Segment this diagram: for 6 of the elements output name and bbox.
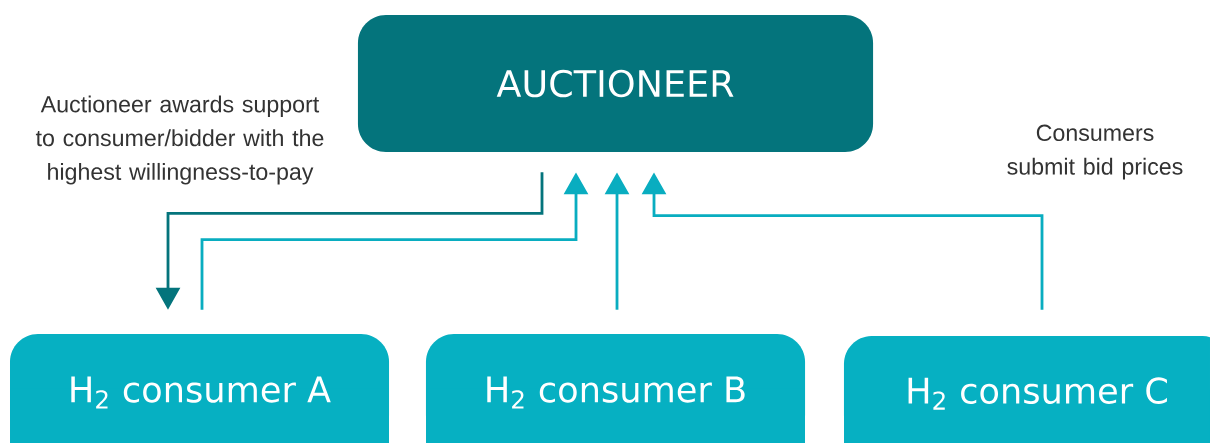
consumer-box: H$_{2}$ consumer C (843, 336, 1210, 443)
consumer-box: H$_{2}$ consumer B (425, 334, 806, 443)
annotation-text: Auctioneer awards support to consumer/bidder with the highest willingness-to-pay (35, 95, 324, 185)
annotation-text: Consumers submit bid prices (1007, 124, 1183, 180)
consumer-box: H$_{2}$ consumer A (9, 334, 390, 443)
auctioneer-box: AUCTIONEER (357, 15, 874, 152)
